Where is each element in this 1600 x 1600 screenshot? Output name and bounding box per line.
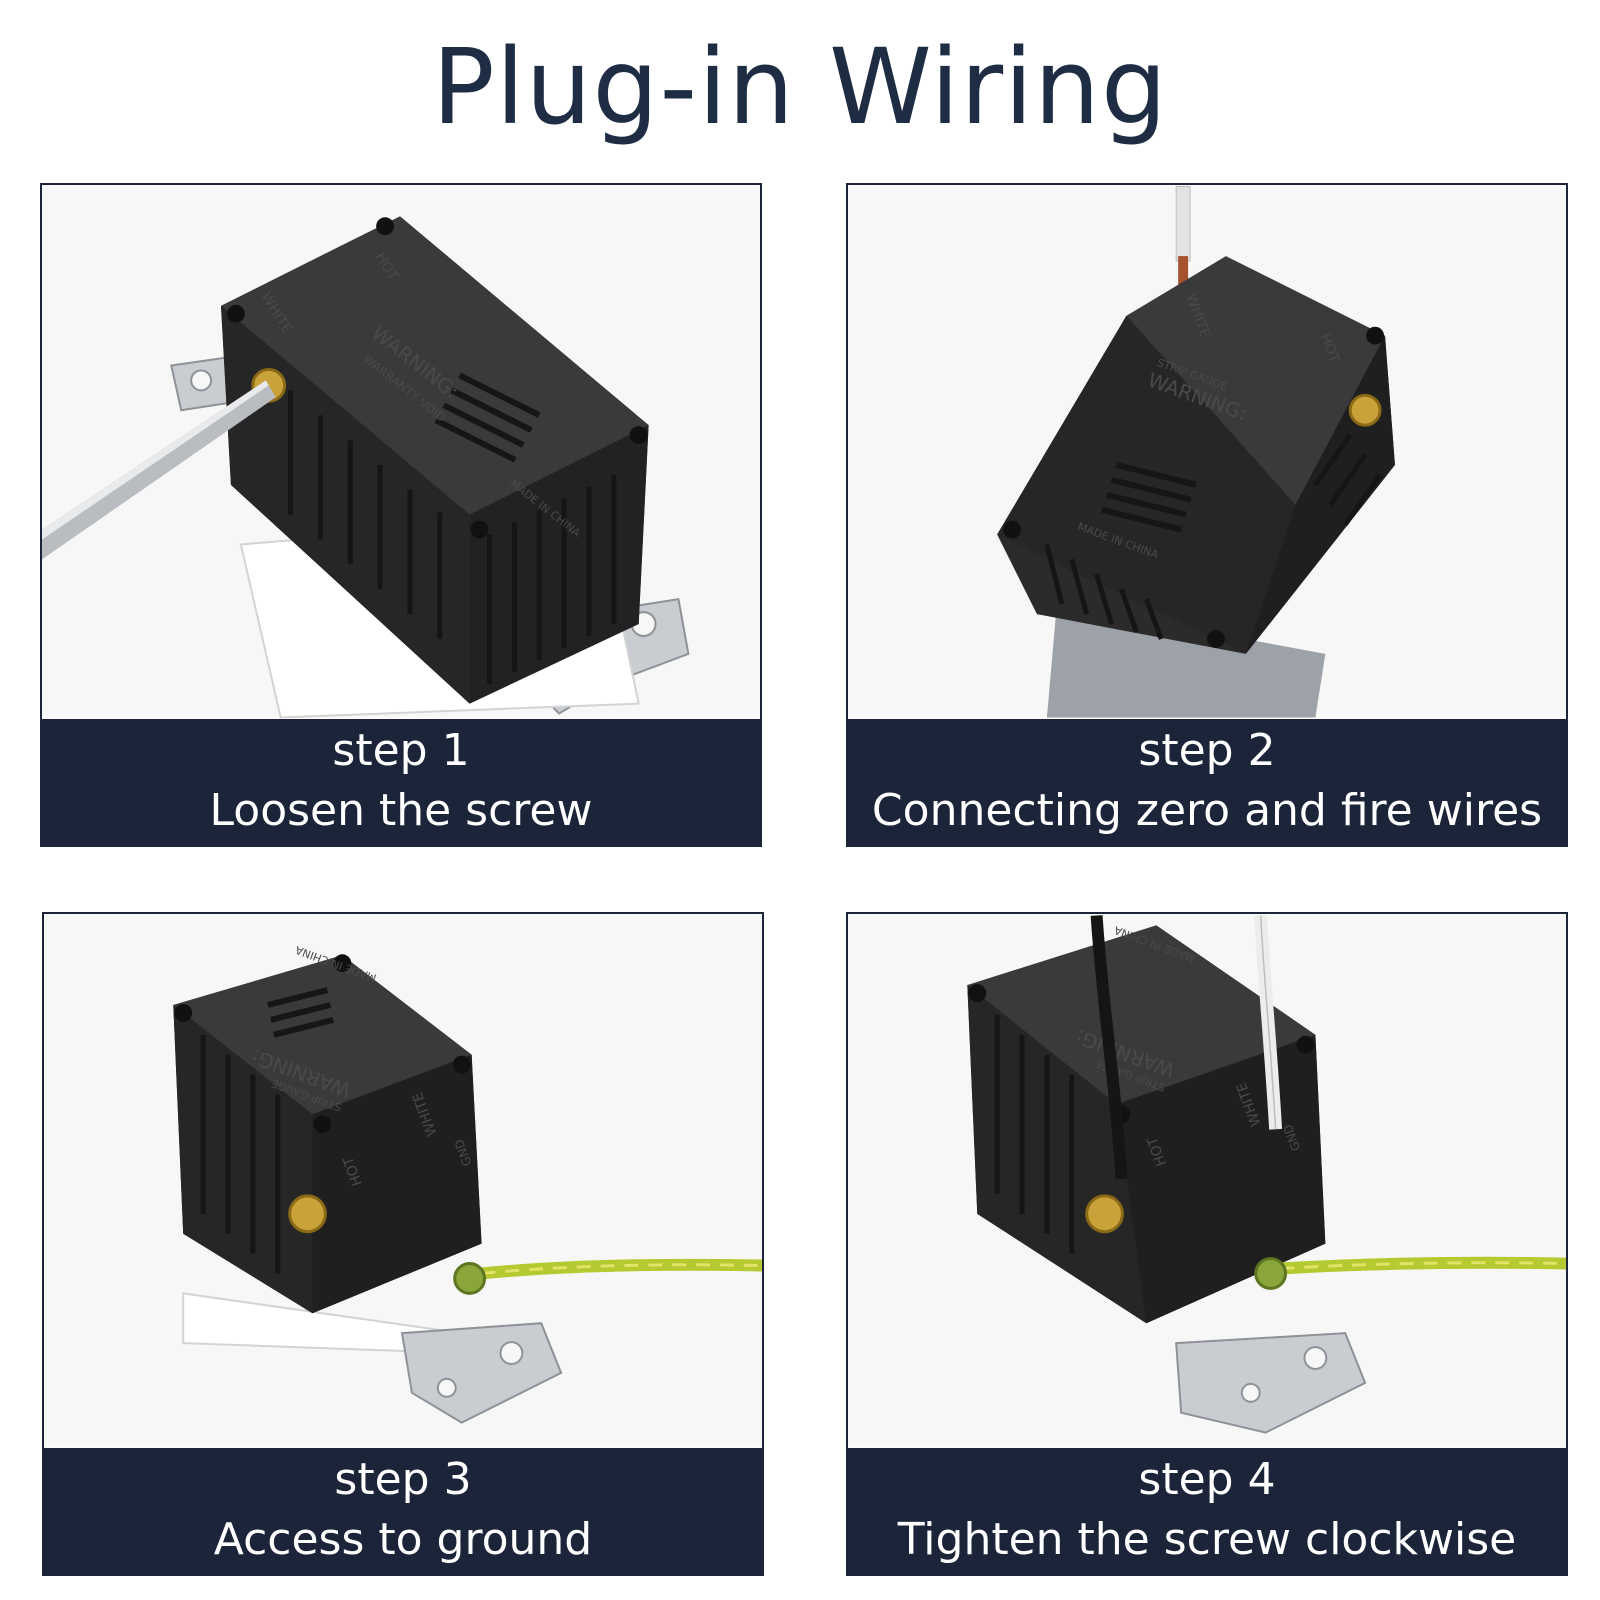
step-1-photo: WARNING: WARRANTY VOID MADE IN CHINA WHI… (42, 186, 760, 719)
step-3-label: step 3 (334, 1454, 472, 1505)
receptacle-housing: WARNING: STRIP GAUGE MADE IN CHINA WHITE… (997, 256, 1395, 654)
brass-screw (1348, 393, 1382, 427)
mounting-strap (400, 1322, 563, 1424)
step-4-caption: step 4 Tighten the screw clockwise (848, 1448, 1566, 1574)
step-4-panel: WARNING: STRIP GAUGE MADE IN CHINA WHITE… (846, 912, 1568, 1576)
step-3-panel: WARNING: STRIP GAUGE MADE IN CHINA WHITE… (42, 912, 764, 1576)
receptacle-housing: WARNING: WARRANTY VOID MADE IN CHINA WHI… (221, 216, 649, 704)
step-3-photo: WARNING: STRIP GAUGE MADE IN CHINA WHITE… (44, 915, 762, 1447)
mounting-strap (1175, 1332, 1367, 1434)
step-3-text: Access to ground (213, 1514, 593, 1565)
step-2-text: Connecting zero and fire wires (871, 785, 1543, 836)
brass-screw (288, 1194, 327, 1234)
step-1-panel: WARNING: WARRANTY VOID MADE IN CHINA WHI… (40, 183, 762, 847)
ground-wire (1280, 1256, 1566, 1275)
step-1-label: step 1 (332, 725, 470, 776)
step-1-caption: step 1 Loosen the screw (42, 719, 760, 845)
ground-screw (453, 1262, 487, 1295)
black-wire (1090, 915, 1128, 1180)
step-2-caption: step 2 Connecting zero and fire wires (848, 719, 1566, 845)
step-3-caption: step 3 Access to ground (44, 1448, 762, 1574)
step-4-photo: WARNING: STRIP GAUGE MADE IN CHINA WHITE… (848, 915, 1566, 1447)
ground-screw (1254, 1257, 1288, 1290)
receptacle-face (1046, 604, 1326, 718)
step-2-panel: WARNING: STRIP GAUGE MADE IN CHINA WHITE… (846, 183, 1568, 847)
step-4-label: step 4 (1138, 1454, 1276, 1505)
step-2-photo: WARNING: STRIP GAUGE MADE IN CHINA WHITE… (848, 185, 1566, 718)
screwdriver (42, 380, 276, 560)
step-1-text: Loosen the screw (209, 785, 593, 836)
page-title: Plug-in Wiring (432, 26, 1168, 148)
ground-wire (480, 1258, 762, 1280)
white-wire (1175, 185, 1191, 296)
receptacle-housing: WARNING: STRIP GAUGE MADE IN CHINA WHITE… (173, 943, 482, 1314)
step-2-label: step 2 (1138, 725, 1276, 776)
brass-screw (1085, 1194, 1124, 1234)
step-4-text: Tighten the screw clockwise (897, 1514, 1517, 1565)
